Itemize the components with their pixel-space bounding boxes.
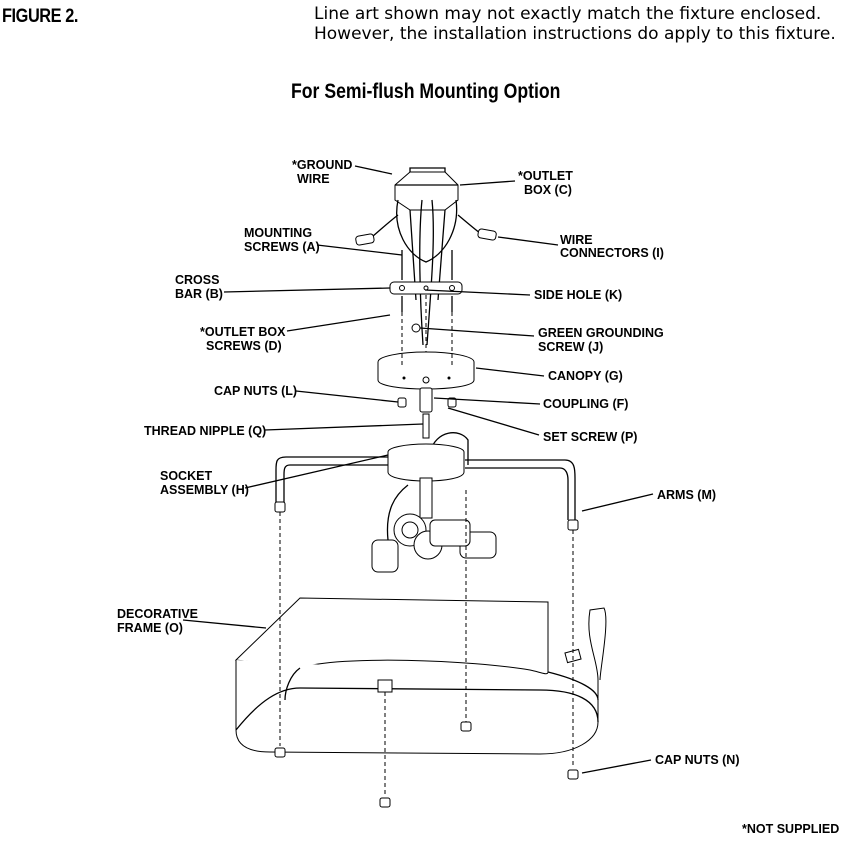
dashed-guide-lines [279, 295, 574, 796]
diagram-title: For Semi-flush Mounting Option [291, 80, 561, 103]
mounting-screws-drawing [401, 250, 453, 312]
canopy-drawing [377, 351, 475, 390]
ground-wire-drawing [419, 199, 434, 346]
socket-assembly-drawing [371, 443, 497, 573]
figure-label: FIGURE 2. [2, 6, 79, 27]
label-set-screw: SET SCREW (P) [543, 430, 637, 444]
label-arms: ARMS (M) [657, 488, 716, 502]
label-cap-nuts-n: CAP NUTS (N) [655, 753, 740, 767]
arms-drawing [274, 432, 579, 531]
green-grounding-screw-drawing [411, 323, 421, 333]
cross-bar-drawing [389, 281, 463, 295]
label-outlet-box: *OUTLET BOX (C) [518, 169, 576, 197]
label-cap-nuts-l: CAP NUTS (L) [214, 384, 297, 398]
label-socket-assembly: SOCKET ASSEMBLY (H) [160, 469, 249, 497]
disclaimer-note: Line art shown may not exactly match the… [314, 4, 836, 44]
coupling-drawing [397, 387, 457, 439]
note-line-2: However, the installation instructions d… [314, 24, 836, 44]
label-green-grounding-screw: GREEN GROUNDING SCREW (J) [538, 326, 667, 354]
note-line-1: Line art shown may not exactly match the… [314, 4, 822, 24]
leader-lines [182, 165, 654, 774]
outlet-box-drawing [394, 167, 459, 301]
label-outlet-box-screws: *OUTLET BOX SCREWS (D) [200, 325, 289, 353]
label-coupling: COUPLING (F) [543, 397, 628, 411]
not-supplied-footnote: *NOT SUPPLIED [742, 822, 840, 836]
label-ground-wire: *GROUND WIRE [292, 158, 356, 186]
label-wire-connectors: WIRE CONNECTORS (I) [560, 233, 664, 260]
label-mounting-screws: MOUNTING SCREWS (A) [244, 226, 320, 254]
cap-nuts-n-drawing [274, 721, 579, 808]
label-thread-nipple: THREAD NIPPLE (Q) [144, 424, 266, 438]
label-cross-bar: CROSS BAR (B) [175, 273, 223, 301]
decorative-frame-drawing [234, 597, 607, 755]
label-canopy: CANOPY (G) [548, 369, 623, 383]
label-decorative-frame: DECORATIVE FRAME (O) [117, 607, 202, 635]
wire-connectors-drawing [355, 214, 497, 246]
label-side-hole: SIDE HOLE (K) [534, 288, 622, 302]
